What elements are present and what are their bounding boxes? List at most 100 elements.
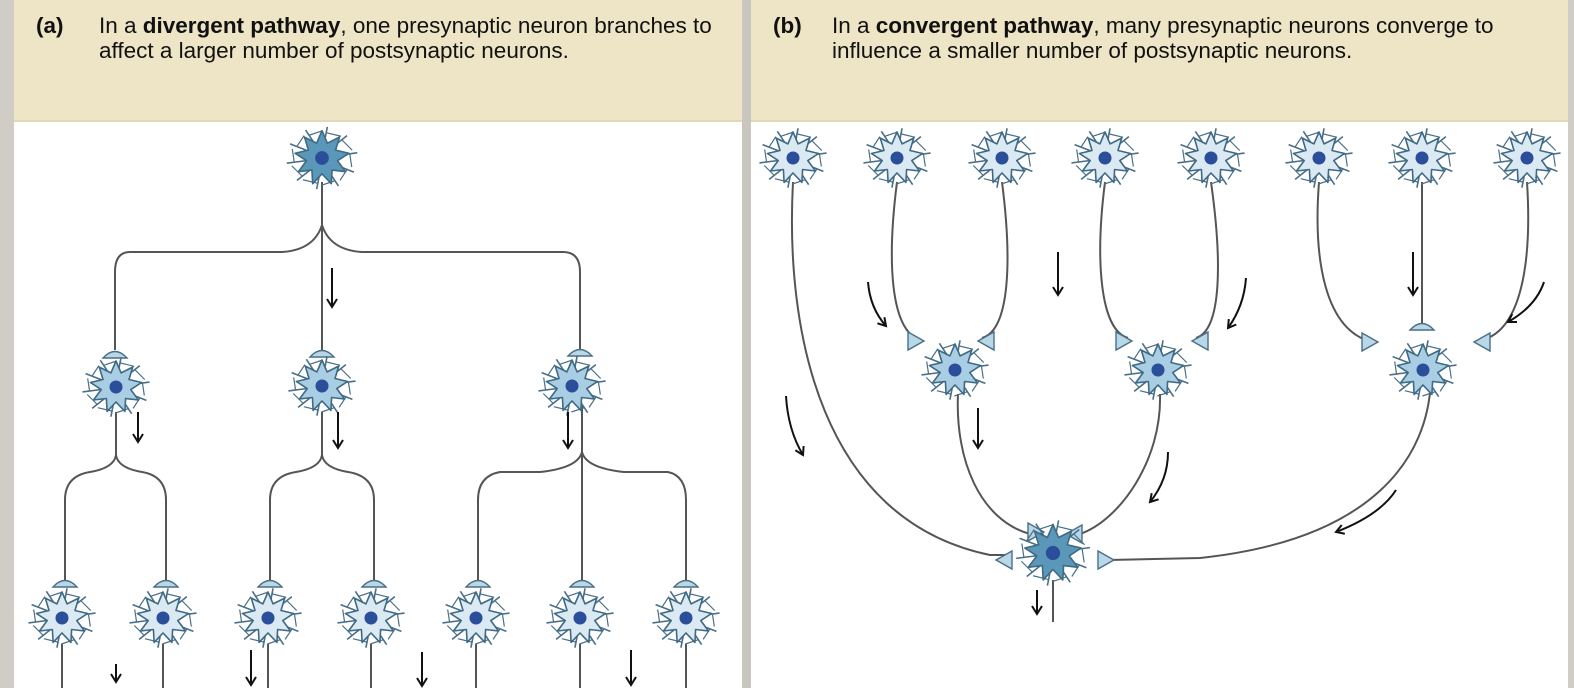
dendrite-branch xyxy=(1198,131,1212,137)
axon xyxy=(1079,393,1162,535)
dendrite-branch xyxy=(1032,575,1049,581)
synaptic-terminal-icon xyxy=(51,579,79,588)
dendrite-branch xyxy=(972,165,984,176)
signal-direction-arrow-icon xyxy=(867,281,888,328)
dendrite xyxy=(1502,168,1517,180)
dendrite-branch xyxy=(321,407,335,413)
dendrite-branch xyxy=(954,391,968,397)
dendrite-branch xyxy=(980,365,984,379)
dendrite-branch xyxy=(1441,352,1453,363)
dendrite xyxy=(37,628,52,640)
left-border xyxy=(0,0,14,688)
axon xyxy=(1481,181,1530,341)
dendrite-branch xyxy=(818,153,822,167)
synaptic-terminal-icon xyxy=(566,348,594,357)
dendrite-branch xyxy=(1290,149,1294,163)
arrow-head xyxy=(110,673,122,684)
nucleus xyxy=(1204,151,1218,165)
arrow-shaft xyxy=(1149,451,1169,503)
dendrite-branch xyxy=(1104,179,1118,185)
dendrite xyxy=(1398,380,1413,392)
synaptic-terminal-icon xyxy=(568,579,596,588)
dendrite-branch xyxy=(590,368,602,379)
dendrite-branch xyxy=(267,639,281,645)
dendrite-branch xyxy=(138,596,147,608)
dendrite-branch xyxy=(1073,533,1086,546)
dendrite-branch xyxy=(704,600,716,611)
neuron-cell-icon xyxy=(968,128,1036,188)
synaptic-terminal-icon xyxy=(1408,322,1436,331)
nucleus xyxy=(315,151,329,165)
dendrite-branch xyxy=(341,625,353,636)
dendrite-branch xyxy=(1020,140,1032,151)
dendrite-branch xyxy=(989,131,1003,137)
dendrite-branch xyxy=(166,593,182,598)
dendrite-branch xyxy=(868,149,872,163)
dendrite-branch xyxy=(661,596,670,608)
arrow-head xyxy=(245,676,257,687)
dendrite-branch xyxy=(358,591,372,597)
nucleus xyxy=(890,151,904,165)
dendrite-branch xyxy=(1133,348,1142,360)
dendrite-branch xyxy=(144,638,160,643)
arrow-shaft xyxy=(867,281,887,327)
caption-rest: , many presynaptic neurons converge to i… xyxy=(832,13,1494,63)
dendrite-branch xyxy=(1052,576,1067,583)
dendrite-branch xyxy=(342,609,346,623)
dendrite xyxy=(31,603,48,612)
dendrite-branch xyxy=(551,609,555,623)
dendrite-branch xyxy=(103,360,117,366)
dendrite-branch xyxy=(291,165,303,177)
arrow-head xyxy=(1506,313,1517,323)
dendrite xyxy=(768,168,783,180)
signal-direction-arrow-icon xyxy=(1148,451,1169,504)
dendrite-branch xyxy=(1404,390,1420,395)
dendrite-branch xyxy=(900,133,916,138)
dendrite-branch xyxy=(271,593,287,598)
dendrite xyxy=(1294,168,1309,180)
dendrite-branch xyxy=(1182,149,1186,163)
dendrite-branch xyxy=(973,149,977,163)
dendrite xyxy=(866,143,883,152)
dendrite-branch xyxy=(1057,525,1074,531)
dendrite-branch xyxy=(922,153,926,167)
arrow-shaft xyxy=(1335,489,1397,533)
neuron-cell-icon xyxy=(1493,128,1561,188)
dendrite-branch xyxy=(141,382,145,396)
neuron-cell-icon xyxy=(921,340,989,400)
axon xyxy=(1195,181,1219,339)
neuron-layer xyxy=(28,126,1561,648)
dendrite xyxy=(28,619,47,624)
axon xyxy=(1107,375,1432,561)
dendrite-branch xyxy=(374,593,390,598)
neuron-cell-icon xyxy=(1285,128,1353,188)
dendrite-branch xyxy=(867,165,879,176)
dendrite-branch xyxy=(1318,179,1332,185)
nucleus xyxy=(109,380,123,394)
dendrite-branch xyxy=(559,359,573,365)
dendrite-branch xyxy=(162,639,176,645)
dendrite-branch xyxy=(349,153,353,168)
dendrite xyxy=(289,143,308,152)
dendrite xyxy=(1071,159,1090,164)
panel-a-label: (a) xyxy=(36,13,64,38)
nucleus xyxy=(315,379,329,393)
synaptic-terminal-icon xyxy=(994,549,1013,571)
divergent-caption: (a) In a divergent pathway, one presynap… xyxy=(14,0,742,122)
dendrite xyxy=(138,628,153,640)
dendrite-branch xyxy=(1306,131,1320,137)
dendrite-branch xyxy=(553,406,569,411)
signal-direction-arrow-icon xyxy=(1506,281,1545,323)
dendrite-branch xyxy=(1421,179,1435,185)
dendrite-branch xyxy=(1108,133,1124,138)
dendrite-branch xyxy=(1080,136,1089,148)
signal-direction-arrow-icon xyxy=(132,412,144,444)
dendrite xyxy=(1397,168,1412,180)
axon xyxy=(477,451,583,585)
synaptic-terminal-icon xyxy=(907,330,926,352)
nucleus xyxy=(1312,151,1326,165)
neuron-cell-icon xyxy=(1016,520,1090,586)
axon xyxy=(1316,181,1373,343)
arrow-head xyxy=(1031,605,1043,616)
dendrite-branch xyxy=(1128,377,1140,388)
